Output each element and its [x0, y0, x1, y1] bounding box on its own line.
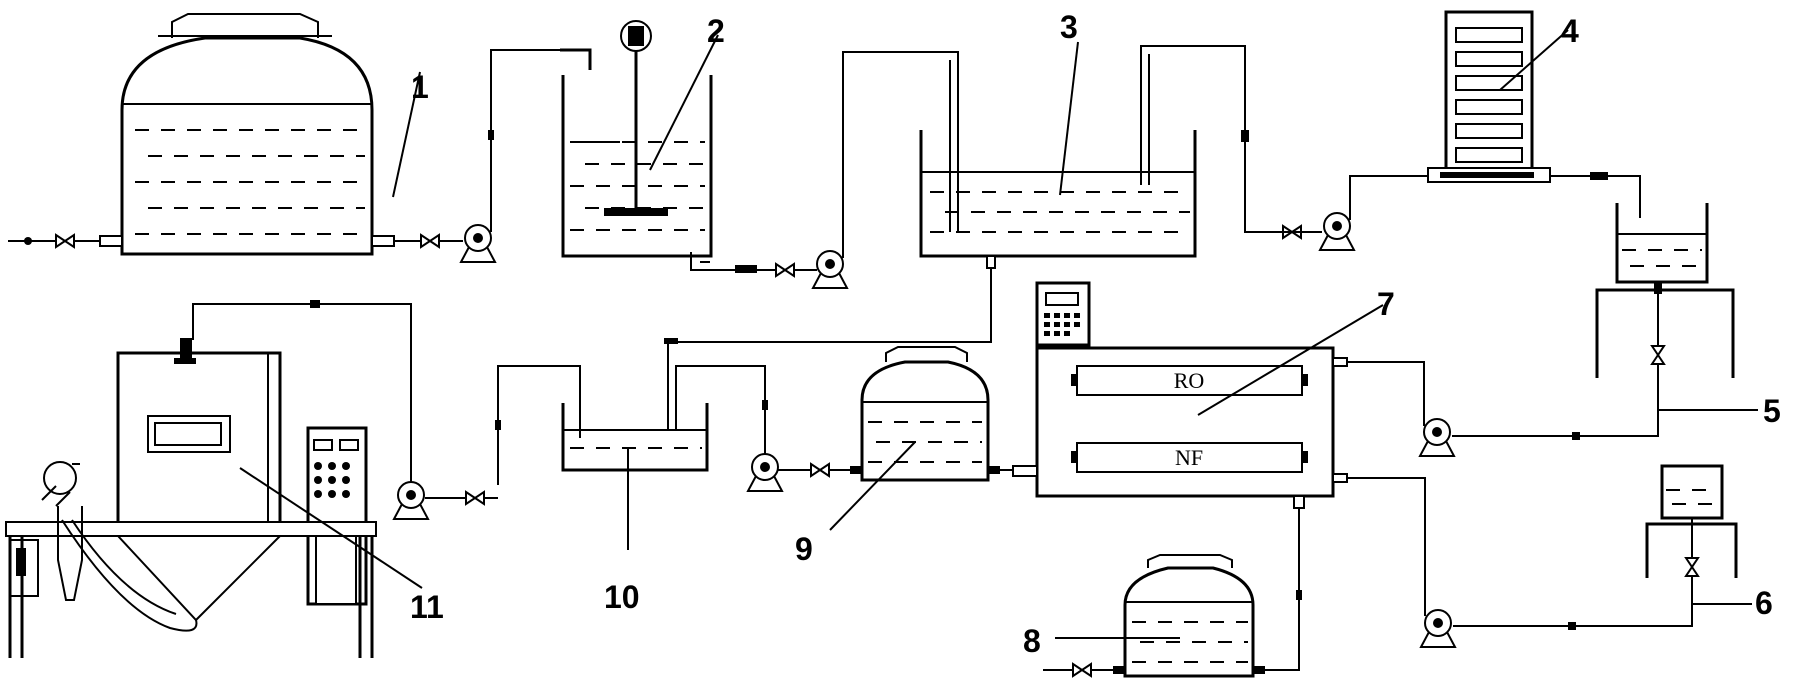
label-7: 7 [1377, 286, 1395, 322]
spray-dryer-11 [5, 338, 377, 658]
valve-icon [1685, 557, 1699, 577]
elevated-tank-6 [1645, 464, 1738, 600]
pump-icon [1419, 418, 1455, 457]
pump-icon [460, 224, 496, 263]
valve-icon [775, 263, 795, 277]
valve-icon [465, 491, 485, 505]
label-5: 5 [1763, 393, 1781, 429]
label-2: 2 [707, 13, 725, 49]
valve-icon [810, 463, 830, 477]
inlet-valve-icon [55, 234, 75, 248]
ro-membrane-label: RO [1174, 368, 1205, 393]
valve-icon [420, 234, 440, 248]
pump-icon [812, 250, 848, 289]
label-3: 3 [1060, 9, 1078, 45]
storage-tank-1 [8, 13, 395, 256]
label-4: 4 [1561, 13, 1579, 49]
label-1: 1 [411, 69, 429, 105]
pump-icon [1319, 212, 1355, 251]
label-6: 6 [1755, 585, 1773, 621]
pump-icon [1420, 609, 1456, 648]
filter-column-4 [1427, 10, 1551, 183]
pump-icon [393, 481, 429, 520]
feed-tank-9 [850, 346, 1000, 482]
valve-icon [1072, 663, 1092, 677]
pump-icon [747, 453, 783, 492]
elevated-tank-5 [1595, 203, 1735, 420]
label-11: 11 [410, 589, 444, 625]
membrane-unit-7 [1012, 281, 1348, 509]
label-9: 9 [795, 531, 813, 567]
label-8: 8 [1023, 623, 1041, 659]
receiving-tank-10 [495, 365, 709, 485]
valve-icon [1651, 345, 1665, 365]
concentrate-tank-8 [1113, 554, 1265, 678]
nf-membrane-label: NF [1175, 445, 1203, 470]
label-10: 10 [604, 579, 640, 615]
mixing-tank-2 [561, 20, 760, 271]
